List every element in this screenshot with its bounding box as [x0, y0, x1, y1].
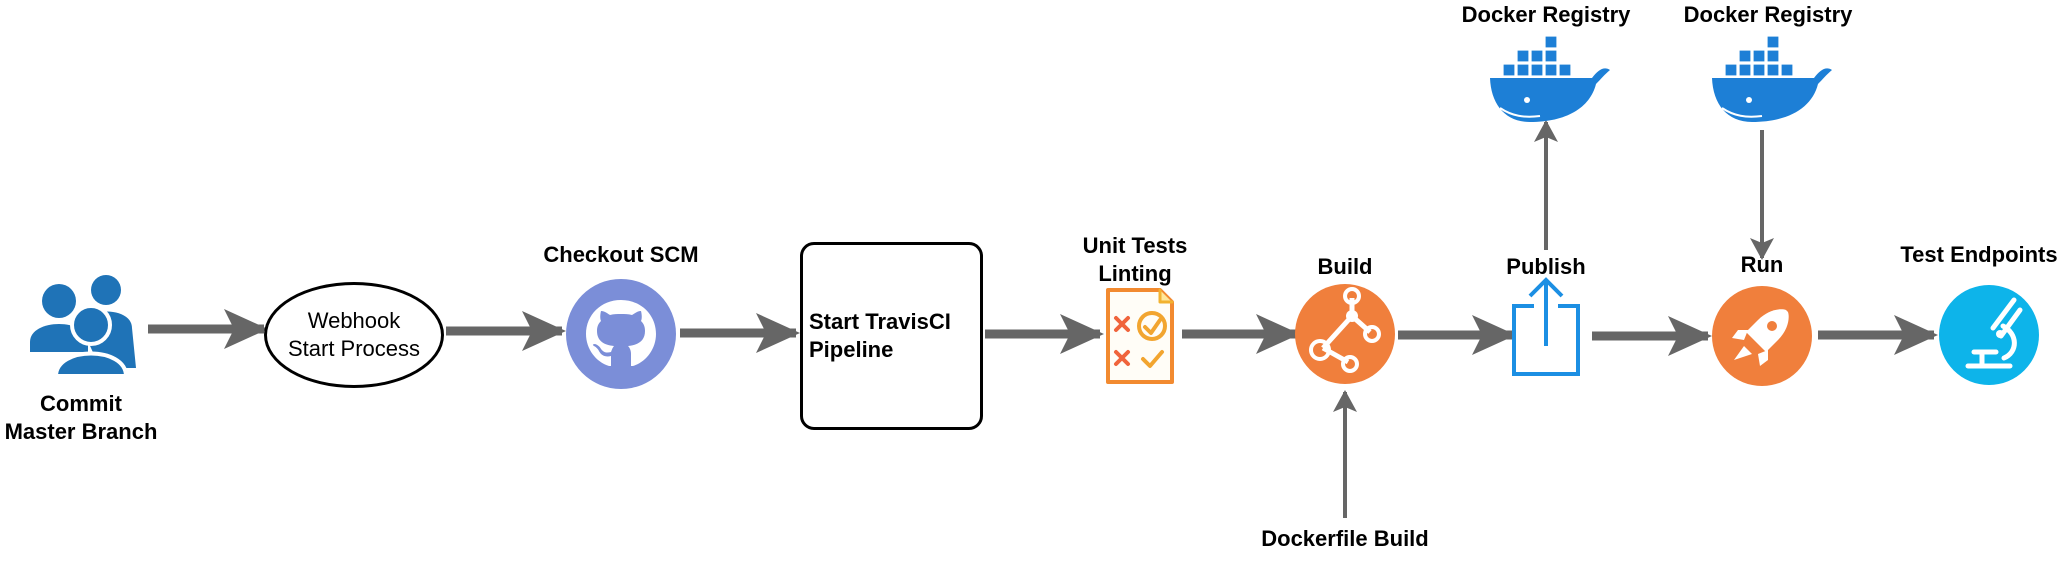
- tests-label: Unit Tests Linting: [1060, 232, 1210, 288]
- tests-label-line2: Linting: [1098, 261, 1172, 286]
- checklist-icon: [1106, 288, 1174, 384]
- commit-label: Commit Master Branch: [0, 390, 162, 446]
- registry-run-label: Docker Registry: [1683, 2, 1853, 27]
- commit-label-line2: Master Branch: [4, 419, 158, 444]
- pipeline-label-line2: Pipeline: [809, 337, 894, 362]
- checkout-label: Checkout SCM: [543, 242, 699, 267]
- github-icon: [566, 279, 676, 389]
- rocket-icon: [1712, 286, 1812, 386]
- build-label: Build: [1317, 254, 1373, 279]
- run-label: Run: [1740, 252, 1784, 277]
- pipeline-node: Start TravisCI Pipeline: [800, 242, 983, 430]
- webhook-node: Webhook Start Process: [264, 282, 444, 388]
- microscope-icon: [1939, 285, 2039, 385]
- docker-whale-icon: [1490, 35, 1610, 122]
- users-icon: [30, 275, 136, 378]
- webhook-label-line2: Start Process: [287, 336, 421, 361]
- publish-label: Publish: [1506, 254, 1586, 279]
- commit-label-line1: Commit: [40, 391, 122, 416]
- dockerfile-label: Dockerfile Build: [1261, 526, 1429, 551]
- tests-label-line1: Unit Tests: [1082, 233, 1188, 258]
- docker-whale-icon: [1712, 35, 1832, 122]
- pipeline-label-line1: Start TravisCI: [809, 309, 951, 334]
- endpoints-label: Test Endpoints: [1900, 242, 2058, 267]
- share-nodes-icon: [1295, 284, 1395, 384]
- registry-publish-label: Docker Registry: [1461, 2, 1631, 27]
- share-upload-icon: [1512, 277, 1580, 376]
- webhook-label-line1: Webhook: [307, 308, 401, 333]
